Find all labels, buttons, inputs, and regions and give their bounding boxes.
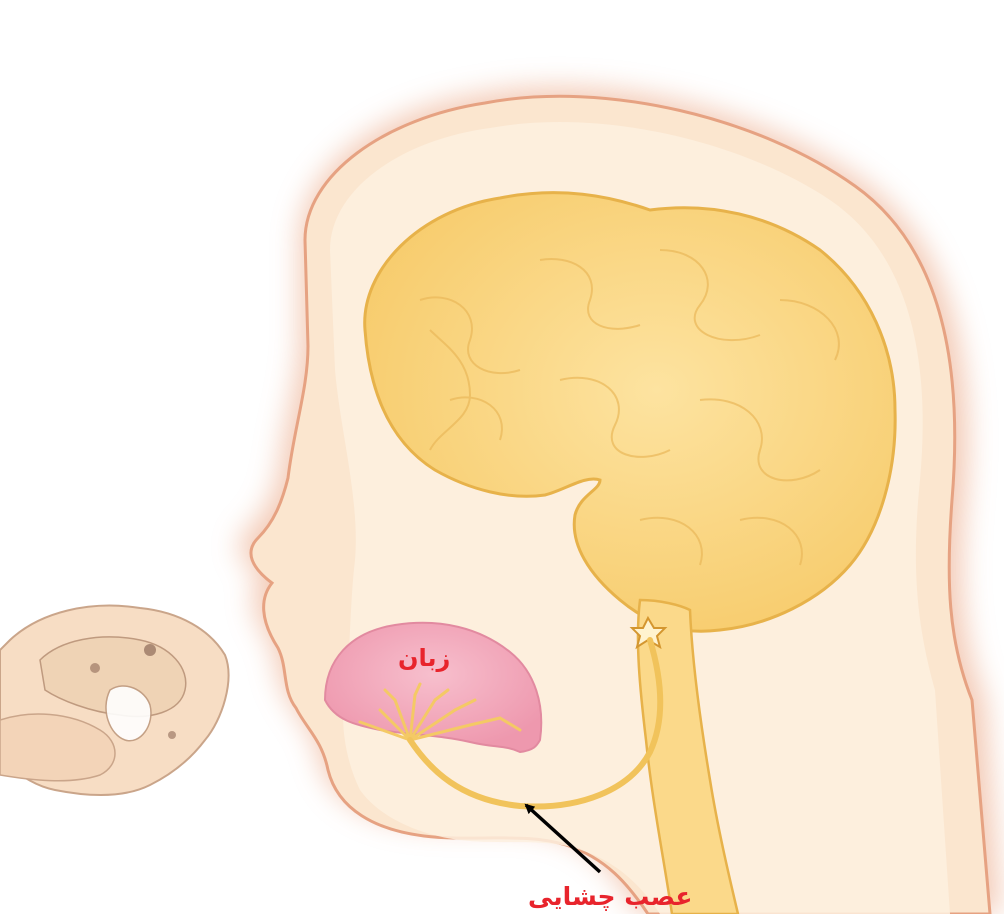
hand-with-food — [0, 606, 228, 795]
tongue-label: زبان — [398, 644, 450, 672]
taste-nerve-label: عصب چشایی — [528, 882, 692, 911]
